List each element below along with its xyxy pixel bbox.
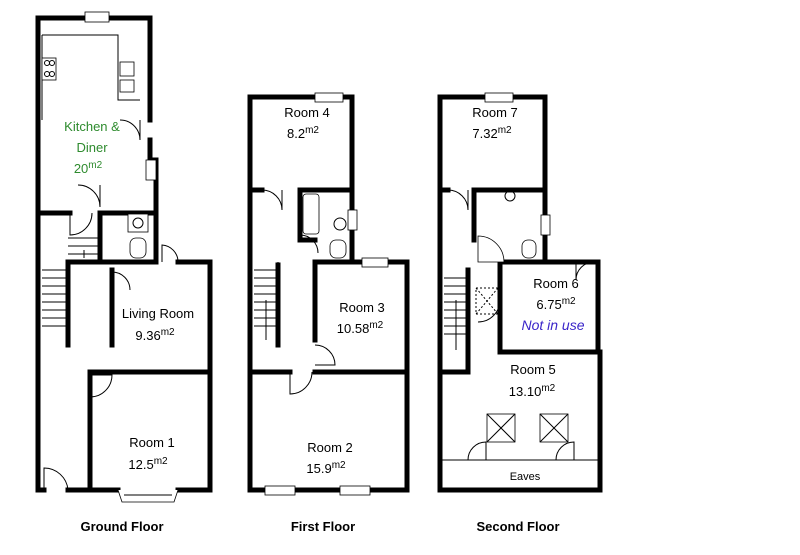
living-room-label: Living Room [122,306,194,321]
room7-label: Room 7 [472,105,518,120]
ground-floor-plan: Kitchen & Diner 20m2 Living Room 9.36m2 … [35,11,213,534]
kitchen-area: 20m2 [74,160,103,176]
living-room-area: 9.36m2 [135,327,175,343]
second-floor-plan: Room 7 7.32m2 Room 6 6.75m2 Not in use R… [437,92,603,534]
room4-label: Room 4 [284,105,330,120]
room6-label: Room 6 [533,276,579,291]
kitchen-label-line2: Diner [76,140,108,155]
kitchen-label-line1: Kitchen & [64,119,120,134]
room5-area: 13.10m2 [509,383,556,399]
room2-area: 15.9m2 [306,460,346,476]
room3-label: Room 3 [339,300,385,315]
room4-area: 8.2m2 [287,125,319,141]
room1-area: 12.5m2 [128,456,168,472]
room2-label: Room 2 [307,440,353,455]
second-stairs [444,277,468,350]
room3-area: 10.58m2 [337,320,384,336]
room7-area: 7.32m2 [472,125,512,141]
ground-stairs [42,237,100,327]
second-floor-title: Second Floor [476,519,559,534]
first-floor-title: First Floor [291,519,355,534]
room6-area: 6.75m2 [536,296,576,312]
first-stairs [254,262,279,340]
eaves-label: Eaves [510,471,541,483]
ground-floor-title: Ground Floor [80,519,163,534]
room1-label: Room 1 [129,435,175,450]
room6-note: Not in use [521,317,584,333]
room5-label: Room 5 [510,362,556,377]
first-floor-plan: Room 4 8.2m2 Room 3 10.58m2 Room 2 15.9m… [247,92,410,534]
